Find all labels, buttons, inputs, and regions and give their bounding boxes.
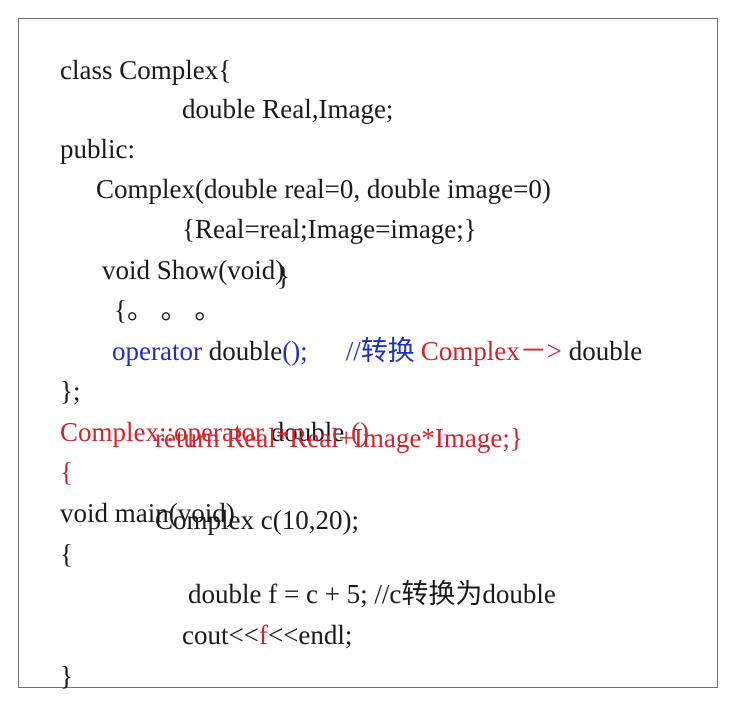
code-line-10: Complex::operator double () <box>33 381 369 483</box>
code-line-4: Complex(double real=0, double image=0) <box>69 138 551 240</box>
code-token: class Complex{ <box>60 55 232 85</box>
code-token: void main(void) <box>60 498 235 528</box>
code-token: {。 。 。 <box>114 295 222 325</box>
code-token: operator <box>112 336 202 366</box>
code-token: return Real*Real+Image*Image;} <box>155 423 523 453</box>
code-line-13: { Complex c(10,20); <box>33 503 713 639</box>
code-line-2: double Real,Image; <box>155 58 393 160</box>
code-token: Complex c(10,20); <box>155 505 359 535</box>
code-token: }; <box>60 376 81 406</box>
code-token: { <box>60 457 73 487</box>
code-line-3: public: <box>33 98 135 200</box>
code-token: double Real,Image; <box>182 94 394 124</box>
code-line-15: cout<<f<<endl; <box>155 584 352 686</box>
code-line-6: void Show(void) <box>75 219 284 321</box>
code-line-9: }; <box>33 340 80 442</box>
code-token: double <box>201 336 283 366</box>
code-token: Complex－> <box>420 336 562 366</box>
code-line-5: {Real=real;Image=image;} <box>155 178 477 280</box>
code-token: Complex(double real=0, double image=0) <box>96 174 551 204</box>
code-token: void Show(void) <box>102 255 285 285</box>
code-token: double <box>561 336 643 366</box>
code-line-1: class Complex{ <box>33 19 231 121</box>
code-token: f <box>258 620 268 650</box>
code-token: double f = c + 5; //c转换为double <box>188 579 556 609</box>
code-token: Complex::operator <box>60 417 264 447</box>
code-line-16: } <box>33 625 73 727</box>
code-token: {Real=real;Image=image;} <box>182 214 477 244</box>
code-token: double <box>263 417 351 447</box>
code-token: (); <box>282 336 308 366</box>
code-line-14: double f = c + 5; //c转换为double <box>161 543 556 645</box>
code-token: public: <box>60 134 135 164</box>
code-line-7: {。 。 。 } <box>87 259 307 395</box>
code-token: cout<< <box>182 620 259 650</box>
code-line-12: void main(void) <box>33 462 235 564</box>
code-token: () <box>350 417 369 447</box>
code-frame: class Complex{ double Real,Image; public… <box>18 18 718 691</box>
code-token: <<endl; <box>267 620 353 650</box>
code-token: { <box>60 539 73 569</box>
code-line-11: { return Real*Real+Image*Image;} <box>33 421 713 557</box>
code-token: } <box>277 261 290 291</box>
code-token: //转换 <box>345 336 415 366</box>
code-token: } <box>60 661 73 691</box>
